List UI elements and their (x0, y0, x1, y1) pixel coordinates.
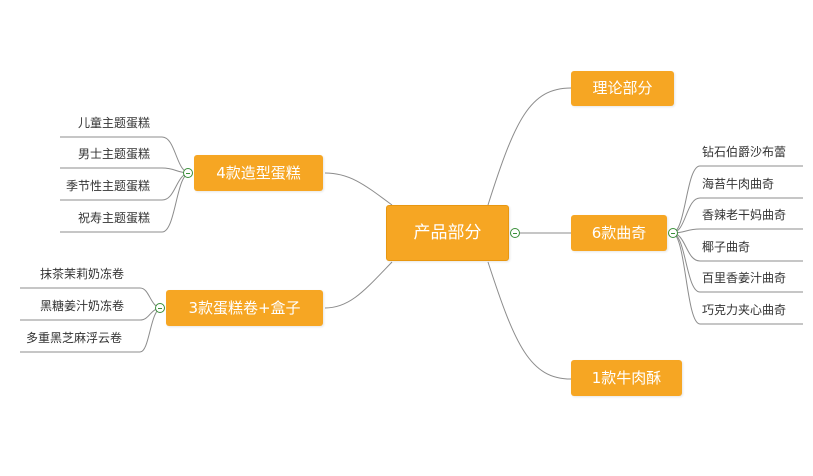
link-root-beef (487, 261, 572, 380)
branch-shaped-cakes-label: 4款造型蛋糕 (216, 163, 301, 182)
branch-shaped-cakes[interactable]: 4款造型蛋糕 (194, 155, 323, 191)
branch-beef-label: 1款牛肉酥 (591, 368, 662, 387)
minus-circle-icon[interactable] (183, 168, 193, 178)
branch-theory[interactable]: 理论部分 (571, 71, 674, 106)
branch-rolls-label: 3款蛋糕卷+盒子 (188, 298, 301, 317)
link-root-rolls (324, 261, 393, 309)
leaf-cookie[interactable]: 海苔牛肉曲奇 (702, 177, 775, 191)
leaf-cookie[interactable]: 百里香姜汁曲奇 (702, 271, 787, 285)
branch-beef[interactable]: 1款牛肉酥 (571, 360, 682, 396)
leaf-cookie[interactable]: 钻石伯爵沙布蕾 (702, 145, 787, 159)
leaf-shaped-cake[interactable]: 祝寿主题蛋糕 (78, 211, 151, 225)
branch-cookies[interactable]: 6款曲奇 (571, 215, 667, 251)
leaf-shaped-cake[interactable]: 男士主题蛋糕 (78, 147, 151, 161)
leaf-roll[interactable]: 多重黑芝麻浮云卷 (26, 331, 123, 345)
minus-circle-icon[interactable] (668, 228, 678, 238)
branch-cookies-label: 6款曲奇 (591, 223, 647, 242)
leaf-shaped-cake[interactable]: 儿童主题蛋糕 (78, 116, 151, 130)
root-node[interactable]: 产品部分 (386, 205, 509, 261)
leaf-roll[interactable]: 黑糖姜汁奶冻卷 (40, 299, 125, 313)
minus-circle-icon[interactable] (155, 303, 165, 313)
link-root-shaped (324, 172, 393, 206)
minus-circle-icon[interactable] (510, 228, 520, 238)
branch-theory-label: 理论部分 (592, 79, 653, 97)
leaf-cookie[interactable]: 巧克力夹心曲奇 (702, 303, 787, 317)
root-node-label: 产品部分 (413, 222, 482, 243)
leaf-cookie[interactable]: 香辣老干妈曲奇 (702, 208, 787, 222)
branch-rolls[interactable]: 3款蛋糕卷+盒子 (166, 290, 323, 326)
link-root-theory (487, 87, 572, 206)
leaf-roll[interactable]: 抹茶茉莉奶冻卷 (40, 267, 125, 281)
leaf-shaped-cake[interactable]: 季节性主题蛋糕 (66, 179, 151, 193)
leaf-cookie[interactable]: 椰子曲奇 (702, 240, 751, 254)
